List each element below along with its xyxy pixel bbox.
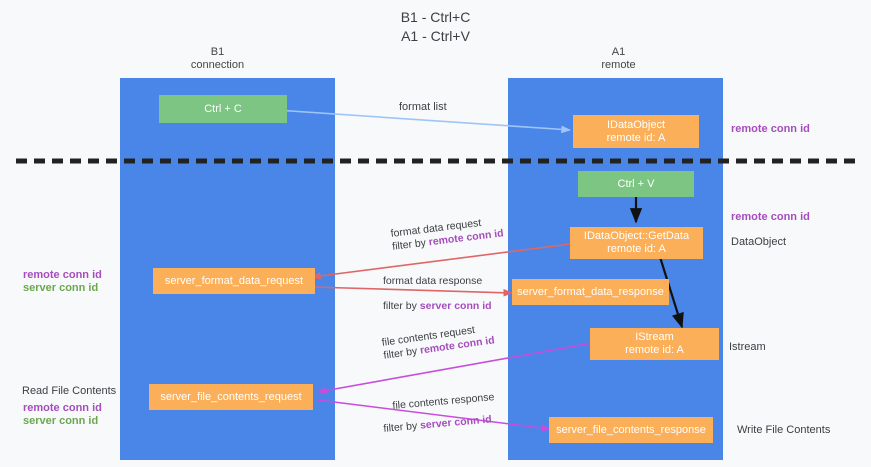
box-ctrl-c[interactable]: Ctrl + C	[159, 95, 287, 123]
side-label-left-remote-conn-id: remote conn id	[23, 269, 102, 281]
arrow-label-format-data-response-filter-prefix: filter by	[383, 300, 420, 312]
side-label-write-file-contents: Write File Contents	[737, 424, 831, 436]
side-label-remote-conn-id-mid: remote conn id	[731, 211, 810, 223]
arrow-label-file-contents-response-filter-prefix: filter by	[382, 419, 421, 435]
arrow-label-file-contents-response-filter-value: server conn id	[419, 413, 493, 432]
arrow-label-format-data-response: format data response	[383, 275, 483, 287]
box-server-file-contents-request[interactable]: server_file_contents_request	[149, 384, 313, 410]
box-ctrl-v[interactable]: Ctrl + V	[578, 171, 694, 197]
arrow-label-format-list: format list	[399, 101, 447, 113]
side-label-read-file-contents: Read File Contents	[22, 385, 117, 397]
side-label-left-server-conn-id-2: server conn id	[23, 415, 99, 427]
lane-header-b1: B1 connection	[190, 46, 245, 71]
arrow-label-file-contents-response: file contents response	[392, 391, 495, 412]
side-label-left-server-conn-id: server conn id	[23, 282, 99, 294]
box-idataobject-getdata[interactable]: IDataObject::GetData remote id: A	[570, 227, 703, 259]
box-istream[interactable]: IStream remote id: A	[590, 328, 719, 360]
box-idataobject[interactable]: IDataObject remote id: A	[573, 115, 699, 148]
arrow-label-file-contents-request-group: file contents request filter by remote c…	[381, 321, 496, 362]
page-title: B1 - Ctrl+C A1 - Ctrl+V	[400, 9, 471, 44]
arrow-label-format-data-request-group: format data request filter by remote con…	[390, 214, 504, 253]
box-server-file-contents-response[interactable]: server_file_contents_response	[549, 417, 713, 443]
box-server-format-data-response[interactable]: server_format_data_response	[512, 279, 669, 305]
arrow-label-file-contents-response-group: file contents response filter by server …	[383, 391, 497, 435]
side-label-remote-conn-id-top: remote conn id	[731, 123, 810, 135]
side-label-dataobject: DataObject	[731, 236, 787, 248]
side-label-left-remote-conn-id-2: remote conn id	[23, 402, 102, 414]
side-label-istream: Istream	[729, 341, 766, 353]
arrow-label-format-data-response-group: format data response filter by server co…	[383, 275, 492, 313]
lane-header-a1: A1 remote	[601, 46, 636, 71]
arrow-label-format-data-response-filter-value: server conn id	[419, 300, 492, 312]
box-server-format-data-request[interactable]: server_format_data_request	[153, 268, 315, 294]
